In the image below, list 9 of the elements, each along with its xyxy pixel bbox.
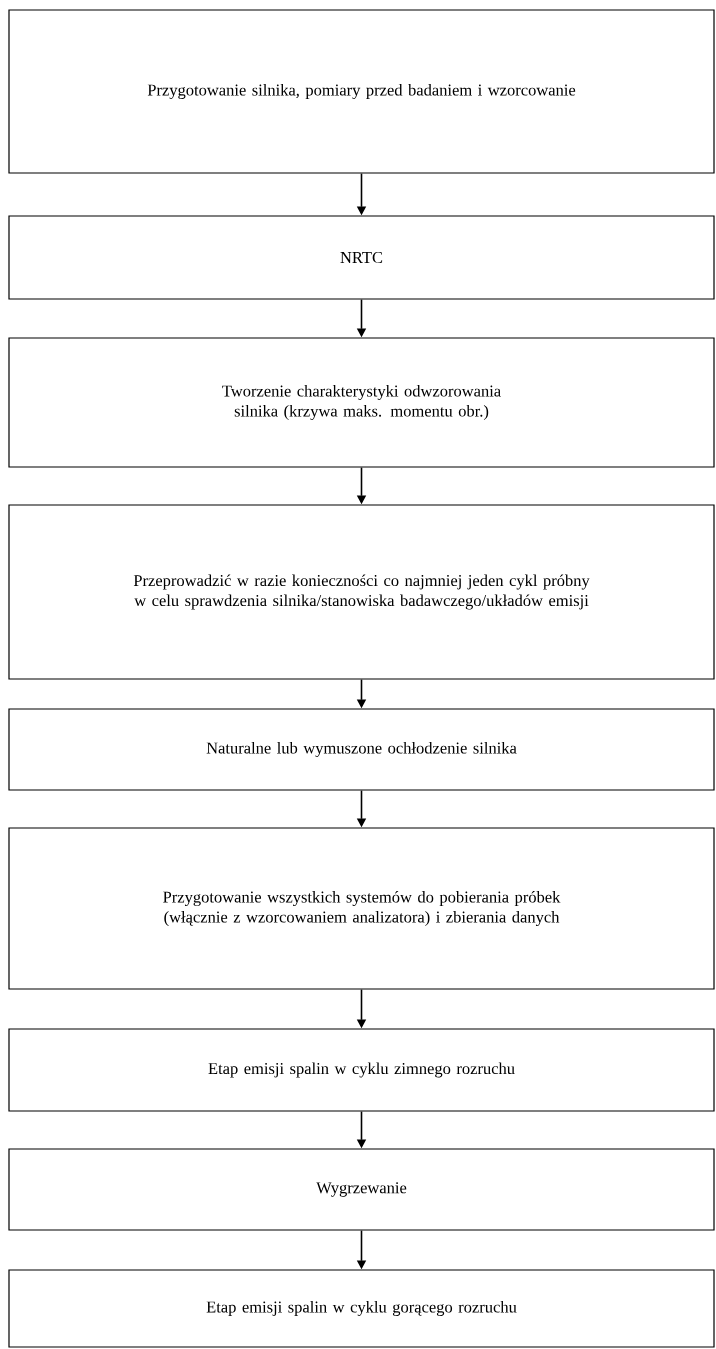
process-box: Wygrzewanie [8, 1148, 715, 1231]
process-box: Etap emisji spalin w cyklu gorącego rozruchu [8, 1269, 715, 1348]
process-box: Przygotowanie wszystkich systemów do pobierania próbek (włącznie z wzorcowaniem analizatora) i zbierania danych [8, 827, 715, 990]
process-box: Tworzenie charakterystyki odwzorowania silnika (krzywa maks. momentu obr.) [8, 337, 715, 468]
process-box: Naturalne lub wymuszone ochłodzenie silnika [8, 708, 715, 791]
process-box: Etap emisji spalin w cyklu zimnego rozruchu [8, 1028, 715, 1112]
process-box: NRTC [8, 215, 715, 300]
process-box: Przygotowanie silnika, pomiary przed badaniem i wzorcowanie [8, 9, 715, 174]
process-box: Przeprowadzić w razie konieczności co najmniej jeden cykl próbny w celu sprawdzenia silnika/stanowiska badawczego/układów emisji [8, 504, 715, 680]
